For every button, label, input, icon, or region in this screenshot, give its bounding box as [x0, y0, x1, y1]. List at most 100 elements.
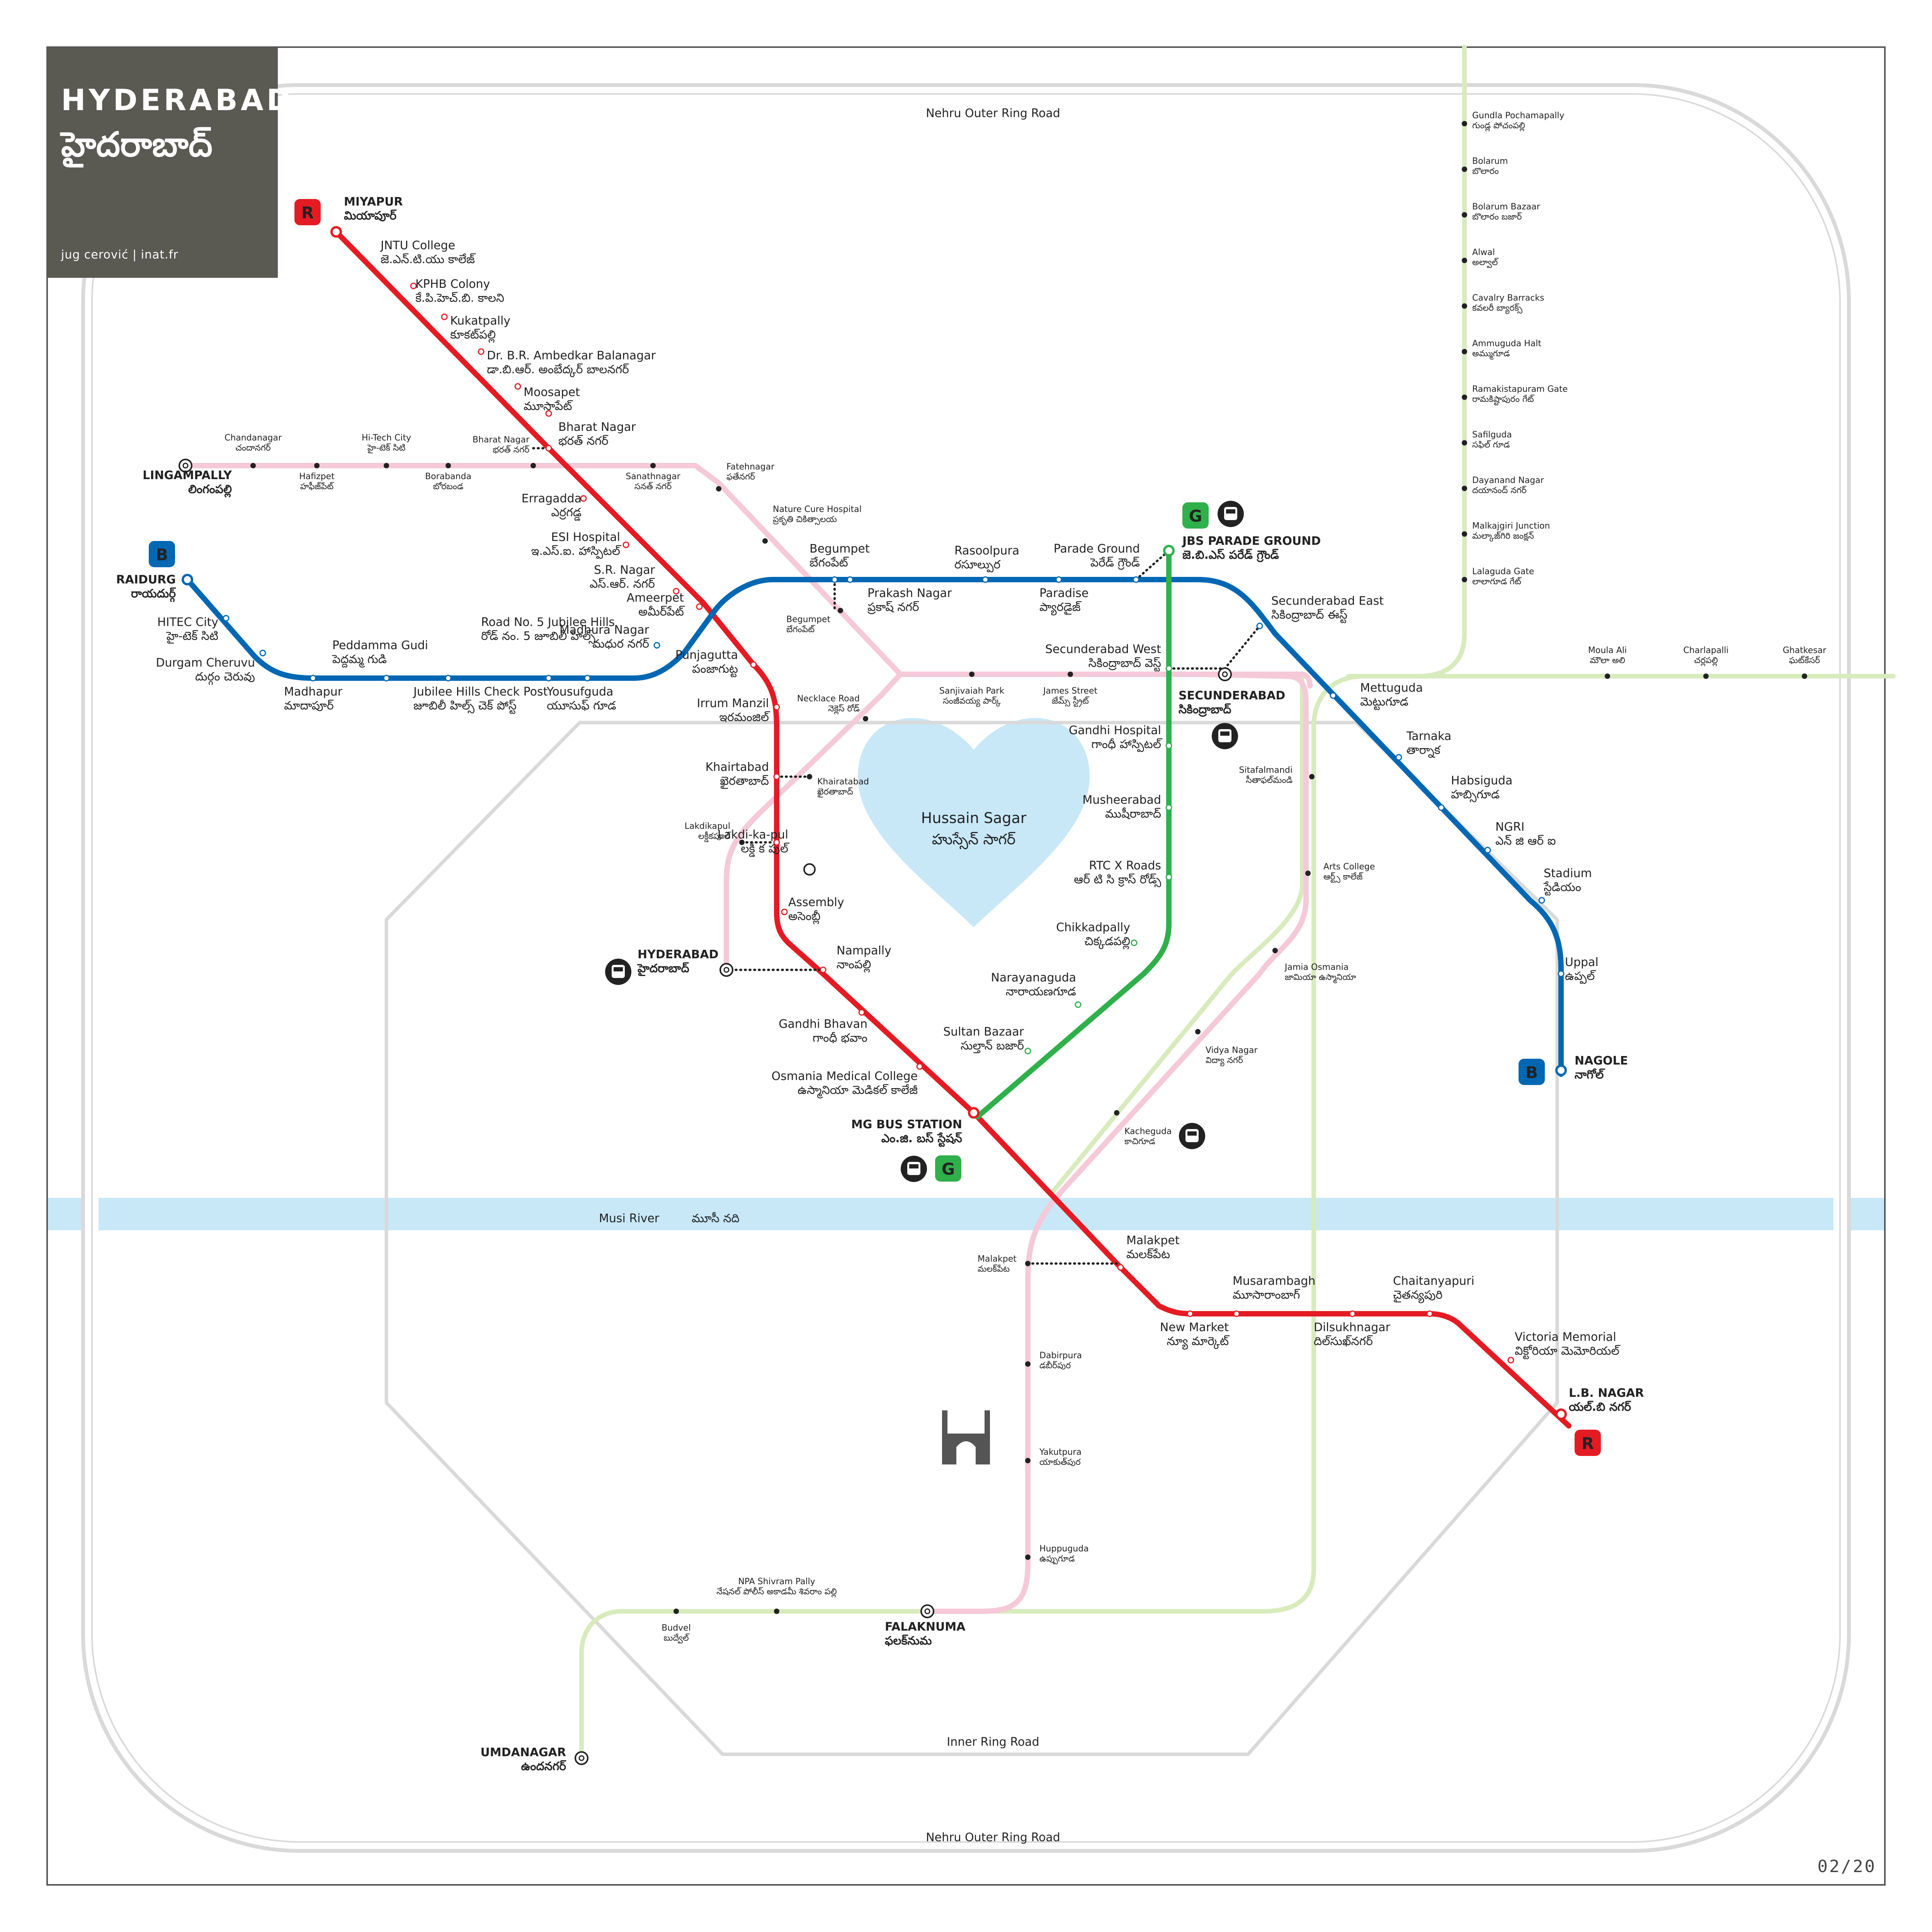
mmts-label-11: Khairatabad	[817, 777, 869, 787]
mmts-station-15	[1068, 672, 1073, 677]
hussain-sagar-lake	[858, 718, 1090, 927]
north-label-5: Ammuguda Halt	[1472, 339, 1541, 349]
blue-station-15	[1330, 692, 1337, 699]
red-station-23	[1349, 1310, 1356, 1317]
transfer-parade-ground	[1135, 549, 1170, 581]
title-panel: HYDERABAD హైదరాబాద్ jug cerović | inat.f…	[47, 47, 291, 278]
blue-label-te-2: దుర్గం చెరువు	[195, 670, 255, 685]
blue-station-18	[1484, 847, 1491, 854]
east-label-te-0: మౌలా అలి	[1590, 656, 1625, 665]
red-station-5	[545, 410, 552, 417]
green-line-badge-jbs-letter: G	[1189, 507, 1202, 526]
blue-label-12: Paradise	[1039, 587, 1088, 600]
mmts-label-te-15: జేమ్స్ స్ట్రీట్	[1052, 696, 1090, 707]
blue-label-0: RAIDURG	[116, 573, 176, 587]
mmts-terminus-13-inner	[723, 967, 730, 973]
east-label-te-1: చర్లపల్లి	[1694, 656, 1718, 667]
blue-label-te-1: హై-టెక్ సిటి	[166, 629, 218, 644]
mmts-station-8	[762, 538, 768, 544]
train-icon-window	[1220, 731, 1230, 736]
red-label-te-9: ఎస్.ఆర్. నగర్	[590, 577, 655, 591]
red-label-te-26: యల్.బి నగర్	[1569, 1400, 1631, 1414]
red-label-te-13: ఖైరతాబాద్	[720, 774, 769, 789]
red-label-17: Gandhi Bhavan	[779, 1017, 867, 1031]
blue-station-11	[982, 576, 989, 583]
red-label-te-3: కూకట్‌పల్లి	[450, 328, 496, 343]
red-label-22: Musarambagh	[1233, 1274, 1315, 1288]
blue-label-te-18: ఎన్ జి ఆర్ ఐ	[1495, 834, 1556, 848]
green-terminus-0	[1163, 545, 1175, 556]
lines-layer	[181, 45, 1896, 1760]
blue-label-te-10: ప్రకాష్ నగర్	[867, 600, 919, 614]
green-line-badge-mgbs	[935, 1155, 961, 1182]
red-label-te-5: మూసాపేట్	[524, 400, 573, 413]
red-label-14: Lakdi-ka-pul	[718, 828, 788, 842]
metro-green-line	[975, 548, 1172, 1119]
mmts-label-13: HYDERABAD	[638, 948, 719, 961]
mmts-label-te-1: చందానగర్	[235, 443, 270, 453]
blue-station-4	[383, 675, 390, 682]
red-label-8: ESI Hospital	[551, 531, 620, 544]
mmts-station-25	[1025, 1554, 1031, 1560]
mmts-terminus-16-inner	[1222, 671, 1228, 677]
north-label-te-8: దయానంద్ నగర్	[1472, 486, 1527, 495]
red-label-18: Osmania Medical College	[771, 1070, 918, 1083]
red-terminus-0	[330, 226, 342, 238]
north-station-7	[1462, 440, 1467, 446]
mmts-station-5	[531, 463, 536, 468]
map-title: HYDERABAD	[61, 83, 294, 117]
red-terminus-19	[968, 1107, 980, 1119]
transfer-secunderabad	[1168, 625, 1261, 670]
blue-label-te-0: రాయదుర్గ్	[131, 587, 176, 602]
red-label-te-18: ఉస్మానియా మెడికల్ కాలేజీ	[798, 1083, 918, 1099]
red-station-22	[1233, 1310, 1240, 1317]
map-credit: jug cerović | inat.fr	[61, 248, 179, 262]
outer-ring-road-edge	[91, 93, 1841, 1843]
mmts-station-18	[1305, 871, 1311, 876]
mmts-station-2	[314, 463, 320, 468]
mmts-station-9	[838, 608, 843, 613]
blue-station-14	[1256, 622, 1263, 629]
green-label-te-7: సుల్తాన్ బజార్	[961, 1039, 1024, 1053]
mmts-label-te-29: ఉందనగర్	[521, 1760, 566, 1773]
north-label-8: Dayanand Nagar	[1472, 476, 1544, 485]
mmts-label-te-19: జామియా ఉస్మానియా	[1285, 973, 1356, 983]
red-label-te-11: పంజాగుట్ట	[692, 662, 738, 677]
red-label-5: Moosapet	[524, 386, 580, 399]
charminar-minaret-right	[985, 1410, 990, 1464]
mmts-label-te-24: యాకుత్‌పుర	[1039, 1458, 1081, 1467]
east-station-2	[1802, 673, 1807, 679]
north-station-8	[1462, 486, 1467, 491]
mmts-station-6	[650, 463, 656, 468]
blue-label-13: Parade Ground	[1054, 542, 1140, 556]
red-label-te-1: జె.ఎన్.టి.యు కాలేజ్	[381, 253, 476, 266]
mmts-label-2: Hafizpet	[299, 472, 335, 481]
north-label-te-3: అల్వాల్	[1472, 258, 1499, 268]
blue-station-2	[259, 650, 266, 656]
mmts-terminus-26-inner	[924, 1608, 930, 1614]
green-station-7	[1024, 1048, 1031, 1054]
east-station-1	[1703, 673, 1709, 679]
red-station-20	[1117, 1264, 1124, 1271]
blue-station-5	[445, 675, 452, 682]
red-station-2	[441, 313, 448, 320]
red-label-26: L.B. NAGAR	[1569, 1386, 1644, 1400]
water-layer	[47, 718, 1885, 1232]
red-station-17	[858, 1009, 865, 1016]
north-label-1: Bolarum	[1472, 156, 1508, 166]
red-label-23: Dilsukhnagar	[1314, 1321, 1391, 1334]
red-label-te-8: ఇ.ఎస్.ఐ. హాస్పిటల్	[531, 544, 622, 559]
north-station-10	[1462, 577, 1467, 582]
outer-ring-road-label-top: Nehru Outer Ring Road	[926, 107, 1060, 120]
red-station-6	[545, 445, 552, 452]
north-station-9	[1462, 531, 1467, 537]
red-label-20: Malakpet	[1126, 1234, 1180, 1247]
red-label-6: Bharat Nagar	[558, 420, 636, 434]
mmts-label-te-12: లక్డీకపూల్	[698, 831, 731, 842]
mmts-station-27	[774, 1609, 779, 1614]
green-label-7: Sultan Bazaar	[943, 1025, 1024, 1039]
river-gap-left	[83, 1196, 99, 1232]
mmts-label-te-4: బోరబండ	[433, 482, 463, 492]
blue-label-te-21: నాగోల్	[1575, 1068, 1605, 1082]
mmts-label-te-10: నెక్లెస్ రోడ్	[828, 704, 860, 715]
